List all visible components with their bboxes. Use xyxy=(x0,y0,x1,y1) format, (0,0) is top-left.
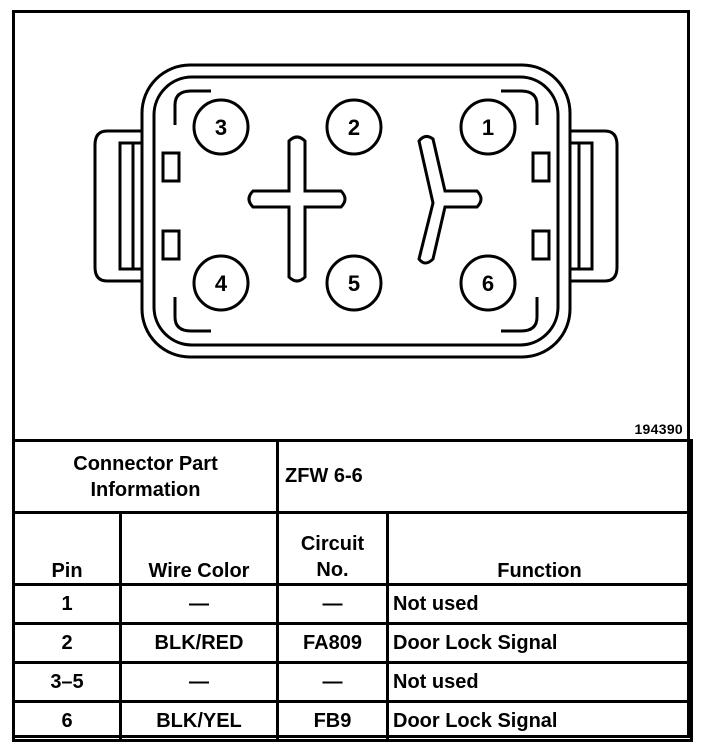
pin-label-1: 1 xyxy=(482,115,494,140)
cell-circuit: — xyxy=(276,661,389,703)
col-header-circuit: Circuit No. xyxy=(276,511,389,586)
col-header-function: Function xyxy=(386,511,693,586)
cell-pin: 2 xyxy=(12,622,122,664)
cell-circuit: FA809 xyxy=(276,622,389,664)
pin-label-6: 6 xyxy=(482,271,494,296)
col-header-circuit-line1: Circuit xyxy=(300,533,365,555)
connector-figure: 3 2 1 4 5 6 194390 xyxy=(12,10,693,742)
pin-label-4: 4 xyxy=(215,271,228,296)
connector-part-label-line2: Information xyxy=(90,478,201,501)
cell-function: Door Lock Signal xyxy=(386,700,693,742)
connector-part-label: Connector Part Information xyxy=(12,439,279,514)
cell-function: Not used xyxy=(386,661,693,703)
left-latch xyxy=(93,129,142,283)
connector-housing-inner xyxy=(152,75,560,347)
connector-part-label-line1: Connector Part xyxy=(73,452,218,475)
pin-cavity-3: 3 xyxy=(192,98,250,156)
cell-pin: 1 xyxy=(12,583,122,625)
cell-circuit: — xyxy=(276,583,389,625)
right-latch xyxy=(570,129,619,283)
table-row: 3–5 — — Not used xyxy=(12,661,693,703)
left-latch-inner xyxy=(118,141,142,271)
col-header-circuit-line2: No. xyxy=(316,559,349,581)
cell-wire-color: — xyxy=(119,661,279,703)
pin-label-3: 3 xyxy=(215,115,227,140)
cell-pin: 6 xyxy=(12,700,122,742)
pin-cavity-6: 6 xyxy=(459,254,517,312)
cell-wire-color: — xyxy=(119,583,279,625)
pin-label-5: 5 xyxy=(348,271,360,296)
cell-wire-color: BLK/RED xyxy=(119,622,279,664)
col-header-pin: Pin xyxy=(12,511,122,586)
cell-function: Door Lock Signal xyxy=(386,622,693,664)
cell-pin: 3–5 xyxy=(12,661,122,703)
figure-id: 194390 xyxy=(634,421,683,437)
pin-cavities: 3 2 1 4 5 6 xyxy=(192,98,517,312)
pin-cavity-1: 1 xyxy=(459,98,517,156)
cell-wire-color: BLK/YEL xyxy=(119,700,279,742)
connector-info-table: Connector Part Information ZFW 6-6 Pin W… xyxy=(12,439,693,742)
connector-part-value: ZFW 6-6 xyxy=(276,439,693,514)
pin-cavity-5: 5 xyxy=(325,254,383,312)
connector-drawing: 3 2 1 4 5 6 xyxy=(93,63,619,359)
connector-housing-outer xyxy=(140,63,572,359)
cross-key xyxy=(247,135,347,283)
column-header-row: Pin Wire Color Circuit No. Function xyxy=(12,511,693,586)
pin-label-2: 2 xyxy=(348,115,360,140)
pin-cavity-4: 4 xyxy=(192,254,250,312)
table-row: 1 — — Not used xyxy=(12,583,693,625)
pin-cavity-2: 2 xyxy=(325,98,383,156)
table-row: 2 BLK/RED FA809 Door Lock Signal xyxy=(12,622,693,664)
cell-circuit: FB9 xyxy=(276,700,389,742)
col-header-wire-color: Wire Color xyxy=(119,511,279,586)
cell-function: Not used xyxy=(386,583,693,625)
table-row: 6 BLK/YEL FB9 Door Lock Signal xyxy=(12,700,693,742)
right-latch-inner xyxy=(570,141,594,271)
y-key xyxy=(417,134,483,265)
connector-part-row: Connector Part Information ZFW 6-6 xyxy=(12,439,693,514)
